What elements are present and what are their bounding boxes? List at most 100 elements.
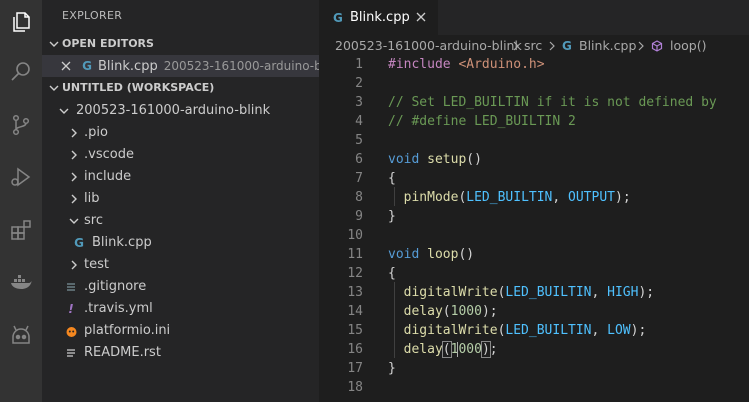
code-line[interactable]: #include <Arduino.h> [388,55,545,74]
code-line[interactable]: // Set LED_BUILTIN if it is not defined … [388,93,717,112]
indent-guide [394,187,395,206]
code-token: , [591,323,608,338]
extensions-icon[interactable] [4,213,38,247]
code-token: ; [489,342,498,357]
chevron-down-icon [58,100,70,122]
code-token: ( [441,341,452,358]
file-label: Blink.cpp [92,235,152,250]
symbol-method-icon [651,35,663,57]
text-cursor [457,342,458,357]
open-editor-item[interactable]: G Blink.cpp 200523-161000-arduino-bli... [42,55,319,77]
line-number: 16 [347,342,363,357]
activity-bar [0,0,42,402]
platformio-file-icon [64,320,78,342]
source-control-icon[interactable] [4,108,38,142]
code-token: { [388,171,396,186]
code-line[interactable]: } [388,359,396,378]
line-number: 12 [347,266,363,281]
code-line[interactable]: void setup() [388,150,482,169]
line-number: 2 [355,76,363,91]
line-number: 15 [347,323,363,338]
tree-folder-lib[interactable]: lib [42,188,319,210]
chevron-right-icon [68,166,80,188]
chevron-right-icon [68,144,80,166]
tree-folder-pio[interactable]: .pio [42,122,319,144]
code-token: () [466,152,482,167]
code-line[interactable]: void loop() [388,245,474,264]
open-editor-name: Blink.cpp [98,59,158,74]
tree-file-readme[interactable]: README.rst [42,342,319,364]
close-icon[interactable] [60,55,72,77]
code-line[interactable]: } [388,207,396,226]
code-token: digitalWrite [403,285,498,300]
breadcrumb-folder[interactable]: 200523-161000-arduino-blink [335,38,522,53]
code-token: <Arduino.h> [458,57,545,72]
code-token: LED_BUILTIN [466,190,553,205]
line-number: 5 [355,133,363,148]
code-token: { [388,266,396,281]
workspace-label: UNTITLED (WORKSPACE) [62,81,215,94]
cpp-file-icon: G [82,59,92,73]
code-token: 1000 [450,342,482,357]
open-editors-label: OPEN EDITORS [62,37,154,50]
docker-icon[interactable] [4,265,38,299]
editor-area: G Blink.cpp 200523-161000-arduino-blink … [319,0,749,402]
code-token: void [388,152,420,167]
tab-label: Blink.cpp [350,10,410,25]
code-line[interactable]: delay(1000); [388,340,498,359]
code-line[interactable]: { [388,264,396,283]
code-token: 1000 [450,304,482,319]
chevron-right-icon [68,188,80,210]
tree-folder-test[interactable]: test [42,254,319,276]
search-icon[interactable] [4,55,38,89]
tree-folder-root[interactable]: 200523-161000-arduino-blink [42,100,319,122]
tree-file-travis[interactable]: ! .travis.yml [42,298,319,320]
close-icon[interactable] [413,9,429,25]
open-editors-section[interactable]: OPEN EDITORS [42,33,319,55]
tree-folder-src[interactable]: src [42,210,319,232]
code-token: LOW [607,323,631,338]
breadcrumb-symbol[interactable]: loop() [670,38,707,53]
code-token: } [388,209,396,224]
cpp-file-icon: G [74,236,84,250]
code-token: #include [388,57,451,72]
folder-label: include [84,169,132,184]
code-token: , [591,285,608,300]
platformio-icon[interactable] [4,318,38,352]
code-line[interactable]: // #define LED_BUILTIN 2 [388,112,576,131]
code-line[interactable]: pinMode(LED_BUILTIN, OUTPUT); [388,188,631,207]
folder-label: .vscode [84,147,134,162]
tab-blink-cpp[interactable]: G Blink.cpp [319,0,438,35]
cpp-file-icon: G [562,39,572,53]
workspace-section[interactable]: UNTITLED (WORKSPACE) [42,77,319,99]
code-token: delay [403,342,443,357]
code-token: void [388,247,420,262]
chevron-down-icon [47,33,61,55]
tree-folder-include[interactable]: include [42,166,319,188]
open-editor-path: 200523-161000-arduino-bli... [163,59,319,73]
breadcrumb-src[interactable]: src [524,38,543,53]
code-line[interactable]: delay(1000); [388,302,498,321]
explorer-icon[interactable] [4,5,38,39]
tree-file-platformio[interactable]: platformio.ini [42,320,319,342]
tree-folder-vscode[interactable]: .vscode [42,144,319,166]
code-line[interactable]: digitalWrite(LED_BUILTIN, LOW); [388,321,647,340]
line-number: 1 [355,57,363,72]
tree-file-blink[interactable]: G Blink.cpp [42,232,319,254]
code-line[interactable]: { [388,169,396,188]
breadcrumb: 200523-161000-arduino-blink src G Blink.… [319,35,749,57]
file-label: README.rst [84,345,161,360]
code-token: loop [427,247,459,262]
yaml-file-icon: ! [68,302,74,316]
code-token: // Set LED_BUILTIN if it is not defined … [388,95,717,110]
code-line[interactable]: digitalWrite(LED_BUILTIN, HIGH); [388,283,654,302]
cpp-file-icon: G [333,10,343,25]
breadcrumb-file[interactable]: Blink.cpp [579,38,637,53]
run-debug-icon[interactable] [4,160,38,194]
file-label: .travis.yml [84,301,153,316]
indent-guide [394,282,395,358]
code-token: OUTPUT [568,190,615,205]
file-label: platformio.ini [84,323,171,338]
tree-file-gitignore[interactable]: .gitignore [42,276,319,298]
file-label: .gitignore [84,279,147,294]
